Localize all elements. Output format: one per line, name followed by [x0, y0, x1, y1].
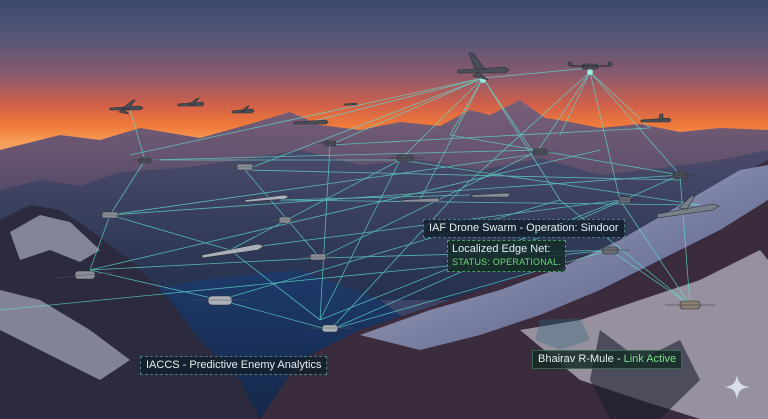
- quad-drone: [665, 300, 715, 310]
- quad-drone: [130, 157, 160, 164]
- fixed-wing-drone: [231, 105, 255, 114]
- fixed-wing-drone: [293, 119, 329, 125]
- swarm-title-label: IAF Drone Swarm - Operation: Sindoor: [423, 219, 625, 238]
- bhairav-link-status: Link Active: [623, 353, 677, 365]
- quad-drone: [90, 211, 130, 219]
- quad-drone: [227, 163, 263, 171]
- quad-drone: [664, 171, 696, 179]
- edge-net-title: Localized Edge Net:: [452, 243, 551, 255]
- quad-drone: [192, 295, 248, 306]
- fixed-wing-drone: [244, 194, 290, 203]
- quad-drone: [611, 196, 639, 204]
- bhairav-link-label: Bhairav R-Mule - Link Active: [532, 350, 683, 369]
- fixed-wing-drone: [401, 197, 441, 203]
- edge-net-status-panel: Localized Edge Net: STATUS: OPERATIONAL.: [447, 240, 567, 272]
- fixed-wing-drone: [640, 113, 672, 123]
- fixed-wing-drone: [656, 195, 720, 219]
- quad-drone: [524, 148, 556, 156]
- fixed-wing-drone: [201, 243, 265, 259]
- quad-drone: [54, 270, 116, 280]
- edge-net-status: STATUS: OPERATIONAL.: [452, 257, 562, 267]
- fixed-wing-drone: [109, 99, 144, 115]
- quad-drone: [567, 61, 613, 70]
- four-point-star-icon: [724, 374, 750, 400]
- fixed-wing-drone: [471, 192, 511, 198]
- quad-drone: [300, 253, 336, 261]
- quad-drone: [308, 324, 352, 333]
- large-fixed-wing-drone: [457, 52, 510, 81]
- quad-drone: [270, 216, 300, 224]
- iaccs-label: IACCS - Predictive Enemy Analytics: [140, 356, 328, 375]
- fixed-wing-drone: [343, 102, 358, 106]
- quad-drone: [387, 154, 423, 162]
- quad-drone: [316, 140, 344, 147]
- fixed-wing-drone: [177, 97, 205, 107]
- bhairav-name: Bhairav R-Mule -: [538, 353, 624, 365]
- quad-drone: [590, 246, 630, 255]
